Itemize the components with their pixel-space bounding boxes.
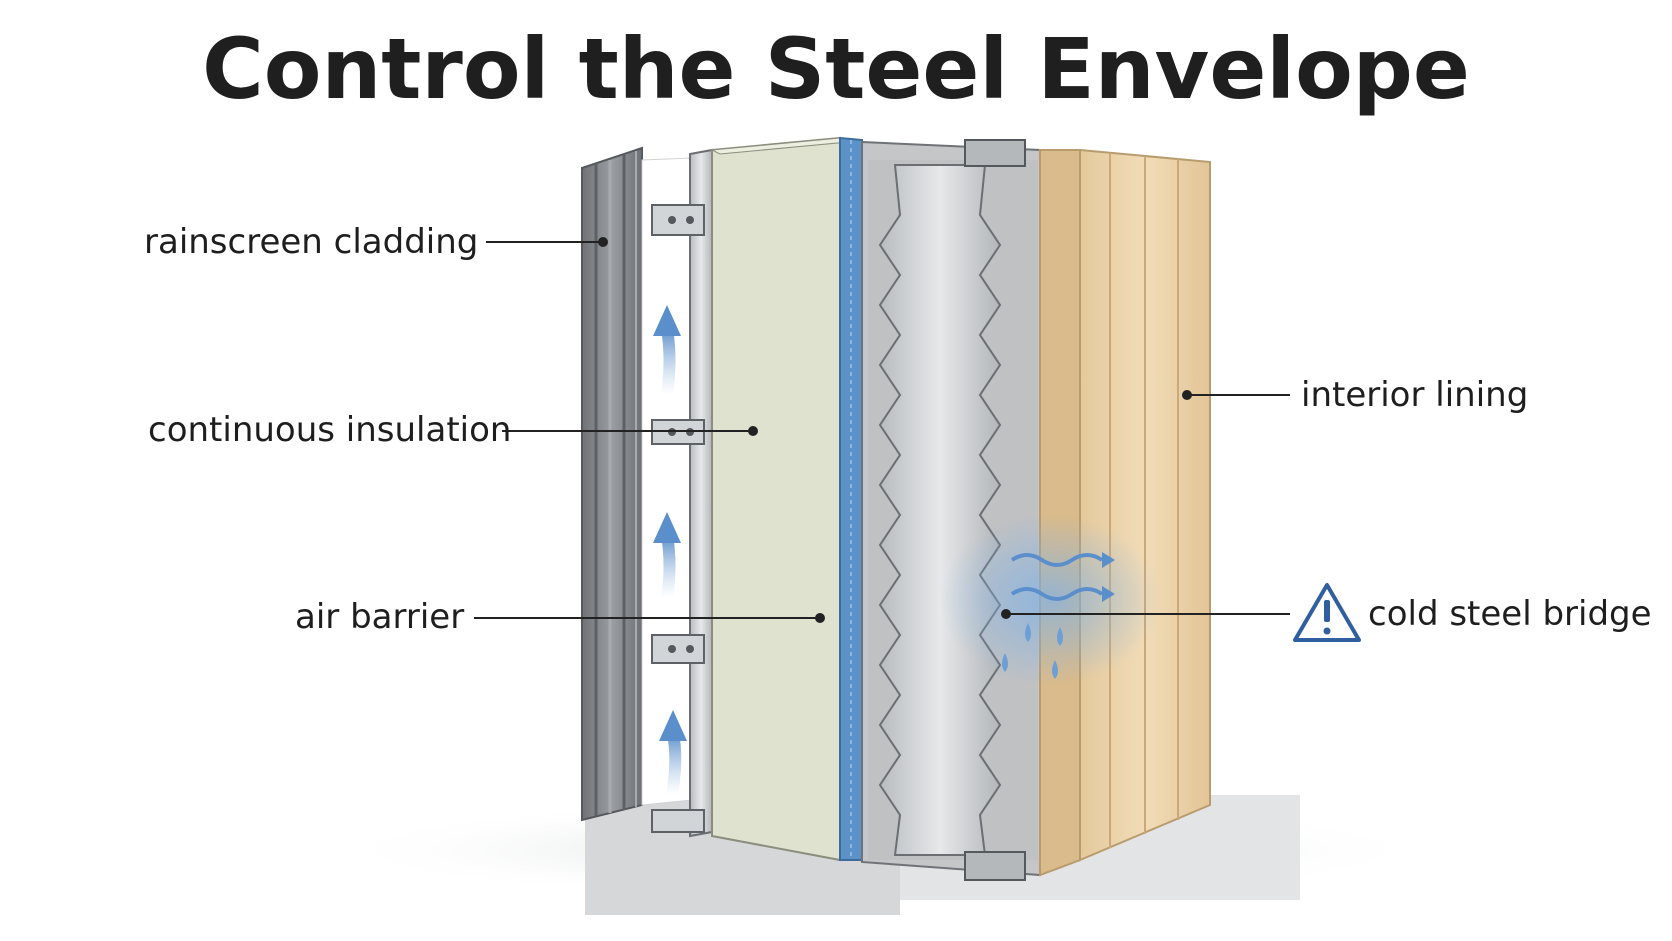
- label-cold-steel-bridge: cold steel bridge: [1368, 594, 1652, 634]
- label-interior-lining: interior lining: [1301, 375, 1529, 415]
- up-arrow-icon: [653, 512, 681, 604]
- air-barrier-membrane: [839, 136, 863, 861]
- leader-continuous-insulation: [502, 426, 758, 436]
- rainscreen-cladding-panel: [581, 146, 643, 822]
- continuous-insulation-board: [710, 136, 850, 862]
- corrugated-steel-stud: [878, 139, 1026, 881]
- interior-lining-boards: [1039, 148, 1211, 877]
- leader-interior-lining: [1182, 390, 1290, 400]
- warning-triangle-icon: [1293, 583, 1361, 642]
- label-continuous-insulation: continuous insulation: [148, 410, 512, 450]
- steel-rail: [689, 148, 713, 838]
- rail-bracket-bottom: [651, 634, 705, 664]
- page-title: Control the Steel Envelope: [202, 20, 1470, 118]
- ventilated-cavity: [641, 157, 693, 806]
- rail-bracket-top: [651, 204, 705, 236]
- wavy-arrow-icon: [1010, 586, 1115, 602]
- leader-cold-steel-bridge: [1001, 609, 1290, 619]
- wavy-arrow-icon: [1010, 552, 1115, 568]
- label-air-barrier: air barrier: [295, 597, 465, 637]
- water-drop-icon: [1002, 623, 1063, 679]
- up-arrow-icon: [659, 710, 687, 801]
- label-rainscreen-cladding: rainscreen cladding: [144, 222, 479, 262]
- up-arrow-icon: [653, 305, 681, 401]
- leader-air-barrier: [474, 613, 825, 623]
- leader-rainscreen-cladding: [486, 237, 608, 247]
- rail-bracket-base: [651, 809, 705, 833]
